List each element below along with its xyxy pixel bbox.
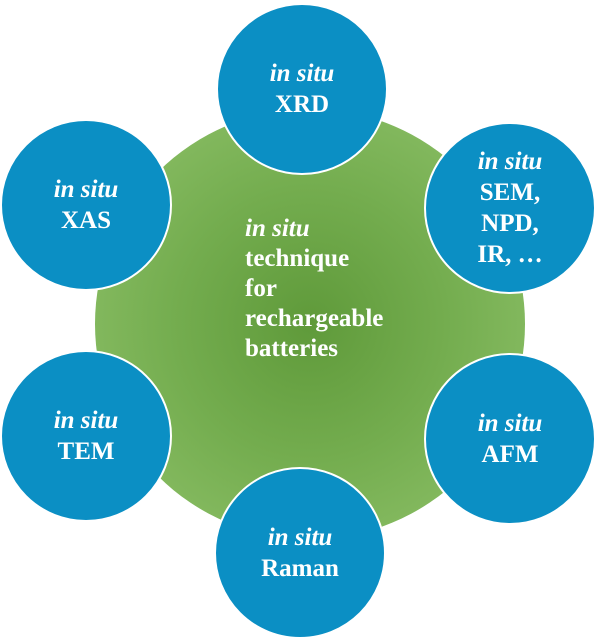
satellite-tem-italic: in situ xyxy=(53,407,119,434)
satellite-tem-label: TEM xyxy=(57,438,115,465)
satellite-tem: in situ TEM xyxy=(0,350,172,522)
satellite-afm: in situ AFM xyxy=(424,353,596,525)
center-label: in situ technique for rechargeable batte… xyxy=(245,214,383,364)
satellite-xrd-italic: in situ xyxy=(269,60,335,87)
satellite-sem-npd-ir: in situ SEM, NPD, IR, … xyxy=(424,122,596,294)
center-line-1: technique xyxy=(245,245,350,272)
satellite-afm-label: AFM xyxy=(481,441,539,468)
center-line-2: for xyxy=(245,275,277,302)
satellite-sem-line-3: IR, … xyxy=(477,241,543,268)
satellite-raman-label: Raman xyxy=(261,555,339,582)
satellite-sem-italic: in situ xyxy=(477,148,543,175)
satellite-xrd: in situ XRD xyxy=(216,3,388,175)
center-line-3: rechargeable xyxy=(245,305,384,332)
satellite-sem-line-2: NPD, xyxy=(481,210,539,237)
satellite-xas-label: XAS xyxy=(60,207,111,234)
center-italic: in situ xyxy=(245,215,310,242)
satellite-xas: in situ XAS xyxy=(0,119,172,291)
satellite-xrd-label: XRD xyxy=(274,91,330,118)
satellite-raman: in situ Raman xyxy=(214,467,386,639)
satellite-xas-italic: in situ xyxy=(53,176,119,203)
center-line-4: batteries xyxy=(245,335,339,362)
satellite-sem-line-1: SEM, xyxy=(479,179,541,206)
satellite-afm-italic: in situ xyxy=(477,410,543,437)
satellite-raman-italic: in situ xyxy=(267,524,333,551)
